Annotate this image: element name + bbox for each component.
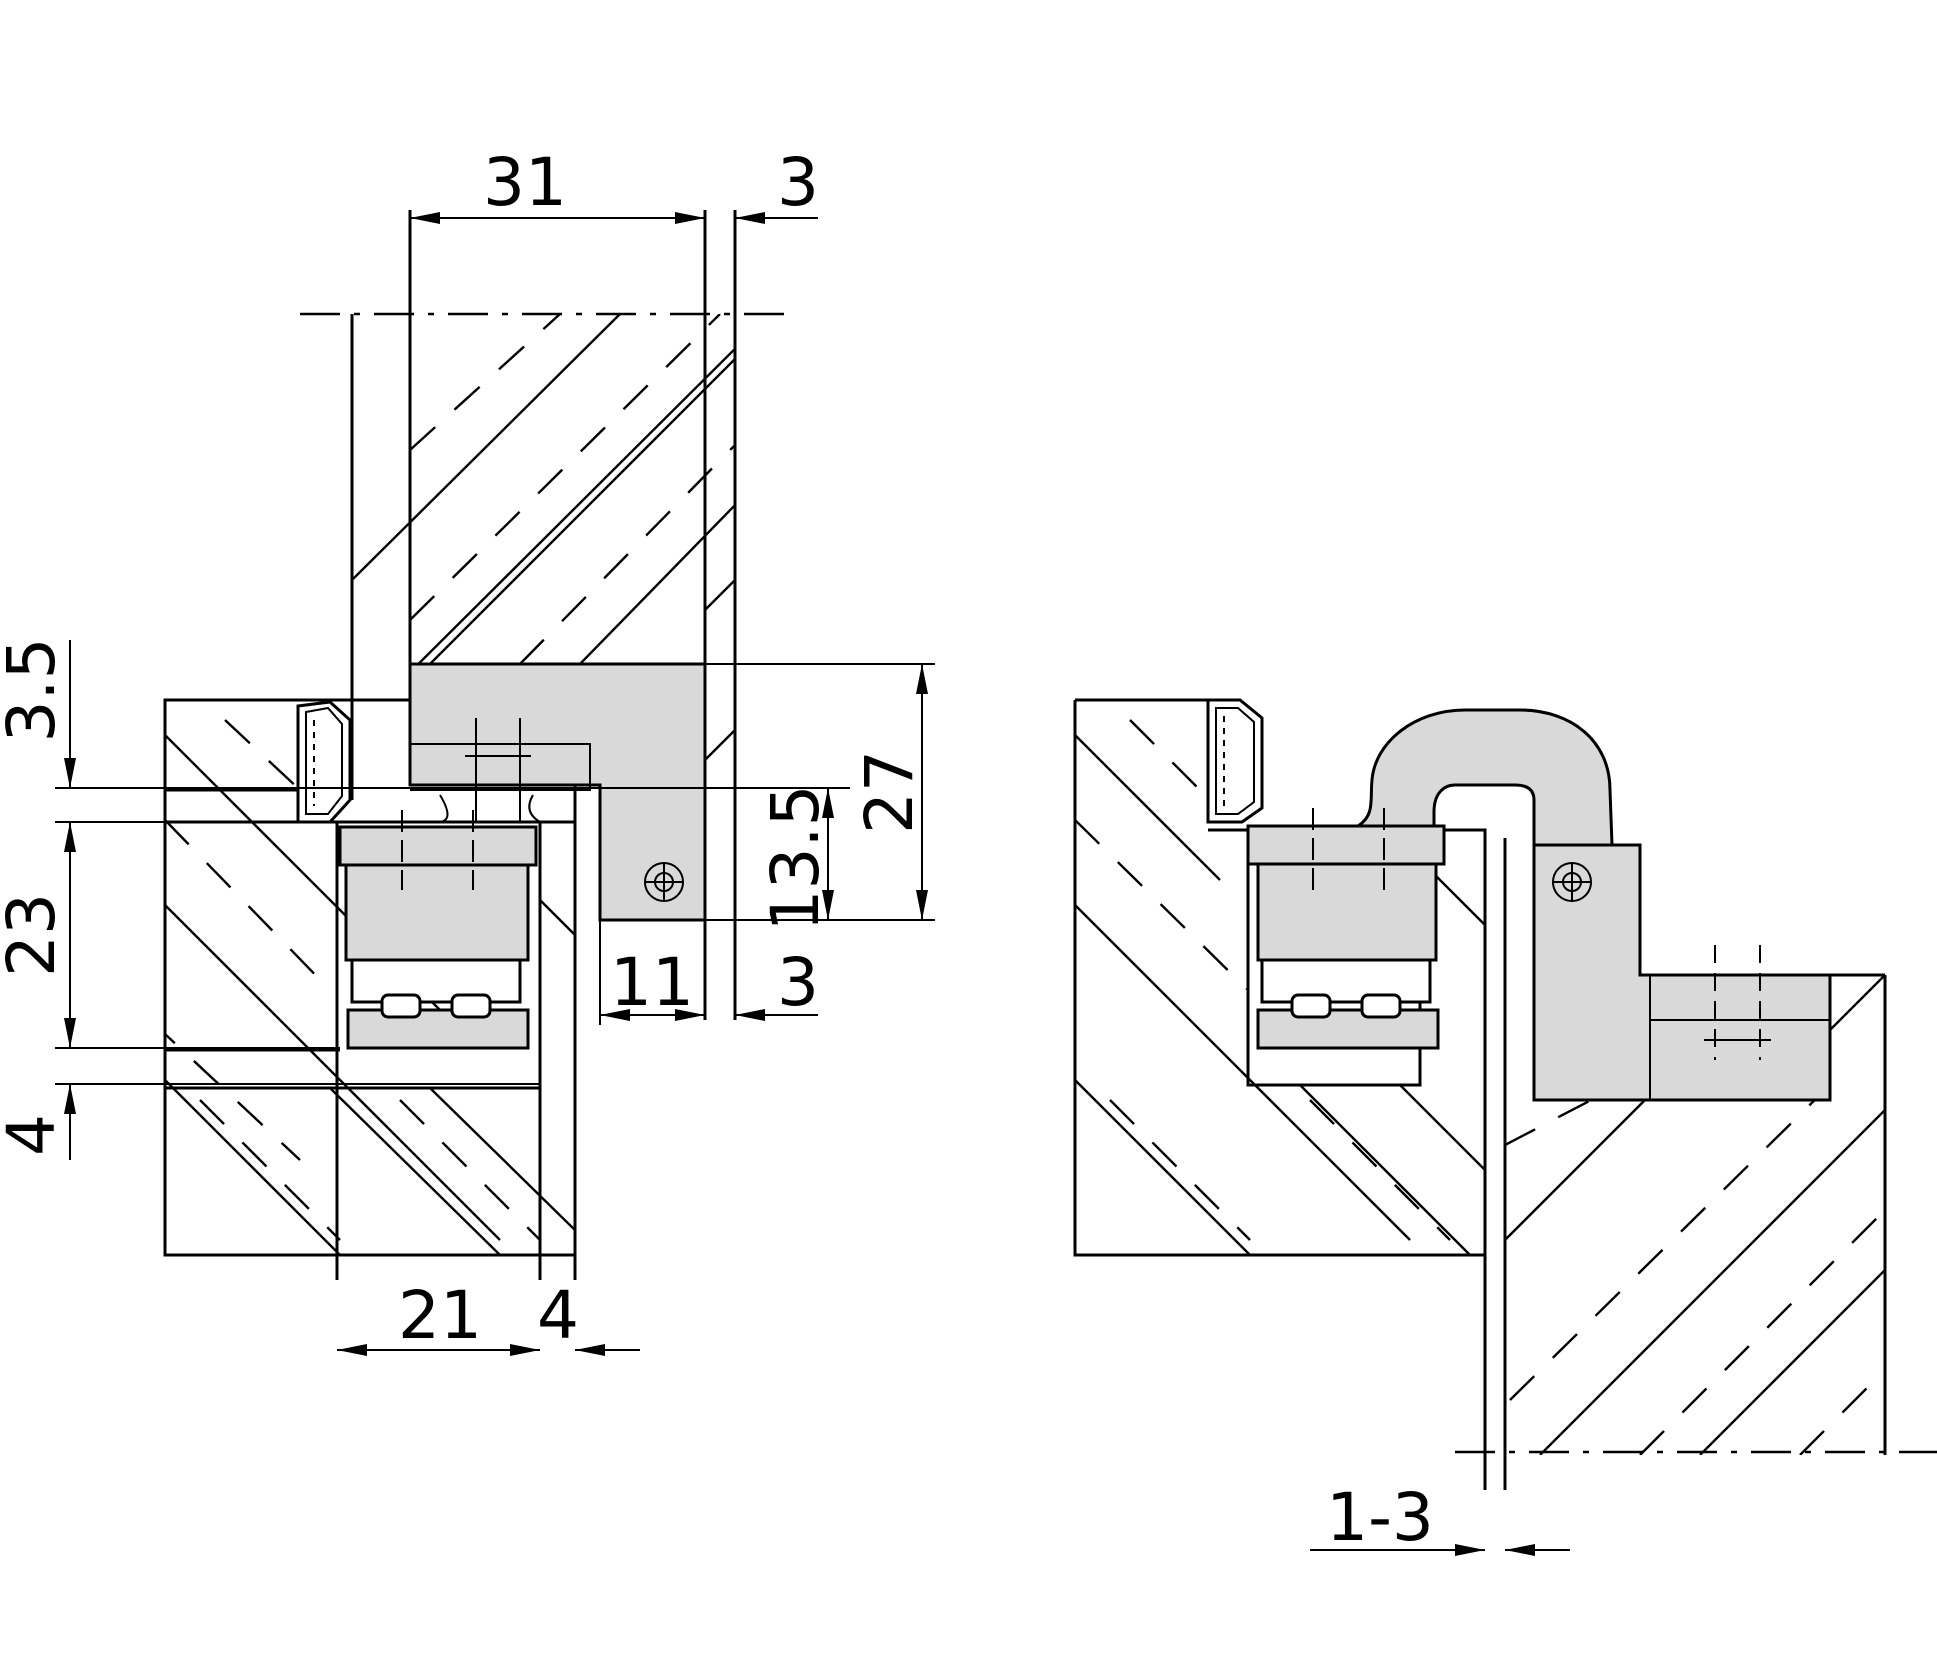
hinge-mount-left	[338, 794, 541, 1050]
frame-left	[163, 698, 577, 1280]
hinge-body-right	[1353, 708, 1832, 1102]
dim-31: 31	[483, 144, 567, 221]
right-view: 1-3	[1073, 698, 1937, 1556]
seal-left	[296, 700, 352, 824]
hinge-mount-right	[1246, 808, 1446, 1050]
seal-right	[1206, 698, 1264, 824]
dim-23: 23	[0, 893, 70, 977]
dimensions-left	[55, 212, 935, 1356]
dim-27: 27	[851, 750, 928, 834]
left-view: 31 3 3.5 23 4 27 13.5 11 3 21 4	[0, 144, 935, 1356]
dim-21: 21	[398, 1277, 482, 1354]
dimension-labels-left: 31 3 3.5 23 4 27 13.5 11 3 21 4	[0, 144, 928, 1354]
dim-13-5: 13.5	[757, 785, 834, 932]
dim-3-right: 3	[777, 944, 819, 1021]
frame-right	[1073, 698, 1487, 1257]
door-leaf-right	[1455, 838, 1937, 1490]
dim-1-3: 1-3	[1326, 1479, 1434, 1556]
dim-4-left: 4	[0, 1114, 70, 1156]
dim-11: 11	[610, 944, 694, 1021]
door-leaf-left	[300, 210, 790, 1020]
dimensions-right: 1-3	[1310, 1479, 1570, 1556]
dim-4-bottom: 4	[537, 1277, 579, 1354]
dim-3-top: 3	[777, 144, 819, 221]
dim-3-5: 3.5	[0, 638, 70, 743]
